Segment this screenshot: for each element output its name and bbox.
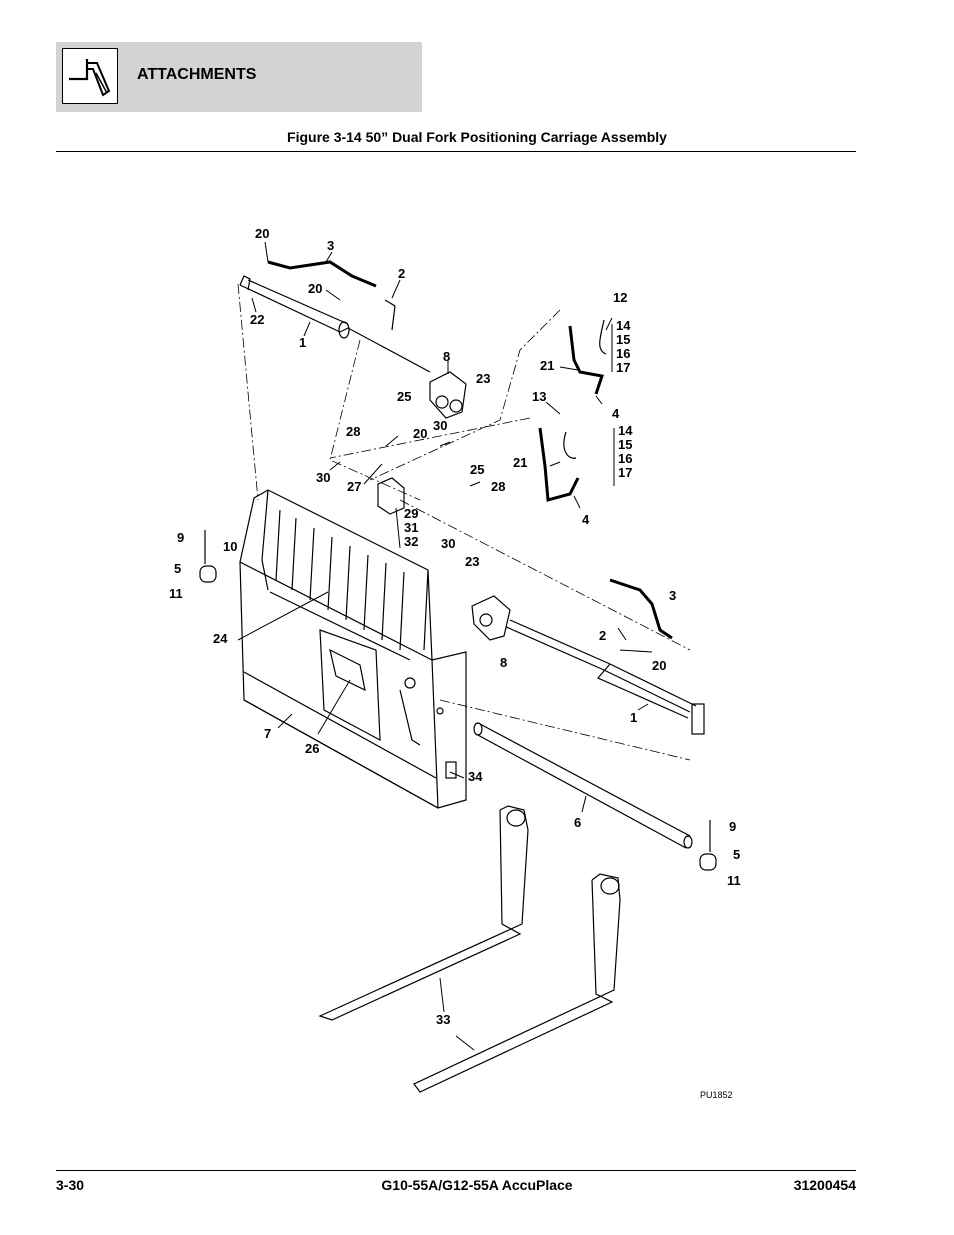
callout-label: 1 [630,710,637,725]
callout-label: 26 [305,741,319,756]
callout-label: 12 [613,290,627,305]
bracket-upper [429,371,467,419]
callout-label: 13 [532,389,546,404]
callout-label: 31 [404,520,418,535]
callout-label: 15 [618,437,632,452]
callout-label: 32 [404,534,418,549]
fork-left [318,805,529,1021]
section-title: ATTACHMENTS [137,66,257,83]
callout-label: 16 [618,451,632,466]
manifold-block [377,477,405,515]
document-number: 31200454 [793,1177,856,1193]
callout-label: 8 [443,349,450,364]
callout-label: 16 [616,346,630,361]
callout-label: 20 [308,281,322,296]
callout-label: 24 [213,631,228,646]
callout-label: 20 [413,426,427,441]
fork-shaft [473,722,693,849]
callout-label: 20 [652,658,666,673]
callout-label: 9 [177,530,184,545]
callout-label: 17 [618,465,632,480]
callout-label: 11 [169,586,183,601]
callout-label: 34 [468,769,483,784]
callout-label: 23 [476,371,490,386]
callout-label: 2 [599,628,606,643]
callout-label: 1 [299,335,306,350]
callout-label: 33 [436,1012,450,1027]
callout-label: 30 [441,536,455,551]
callout-label: 10 [223,539,237,554]
callout-label: 30 [316,470,330,485]
lower-cylinder [503,619,705,735]
model-name: G10-55A/G12-55A AccuPlace [381,1177,573,1193]
callout-label: 22 [250,312,264,327]
callout-label: 11 [727,873,741,888]
callout-label: 9 [729,819,736,834]
upper-cylinder [239,275,431,373]
callout-label: 27 [347,479,361,494]
callout-label: 20 [255,226,269,241]
callout-label: 28 [346,424,360,439]
bracket-lower [471,595,511,641]
callout-label: 17 [616,360,630,375]
callout-label: 5 [733,847,740,862]
callout-label: 4 [582,512,590,527]
callout-label: 28 [491,479,505,494]
callout-label: 6 [574,815,581,830]
drawing-code: PU1852 [700,1090,733,1100]
callout-label: 2 [398,266,405,281]
callout-label: 14 [616,318,631,333]
callout-label: 14 [618,423,633,438]
callout-label: 21 [540,358,554,373]
fork-right [413,873,621,1093]
carriage-frame [239,489,467,809]
callout-label: 25 [470,462,484,477]
callout-label: 29 [404,506,418,521]
header-rule [56,151,856,152]
callout-label: 30 [433,418,447,433]
callout-label: 7 [264,726,271,741]
callout-label: 8 [500,655,507,670]
callout-label: 4 [612,406,620,421]
callout-label: 5 [174,561,181,576]
figure-title: Figure 3-14 50” Dual Fork Positioning Ca… [287,129,667,145]
callout-label: 23 [465,554,479,569]
callout-label: 3 [669,588,676,603]
callout-label: 3 [327,238,334,253]
footer-rule [56,1170,856,1171]
page-number: 3-30 [56,1177,85,1193]
callout-label: 15 [616,332,630,347]
fork-attachment-icon [62,48,118,104]
callout-label: 21 [513,455,527,470]
callout-label: 25 [397,389,411,404]
